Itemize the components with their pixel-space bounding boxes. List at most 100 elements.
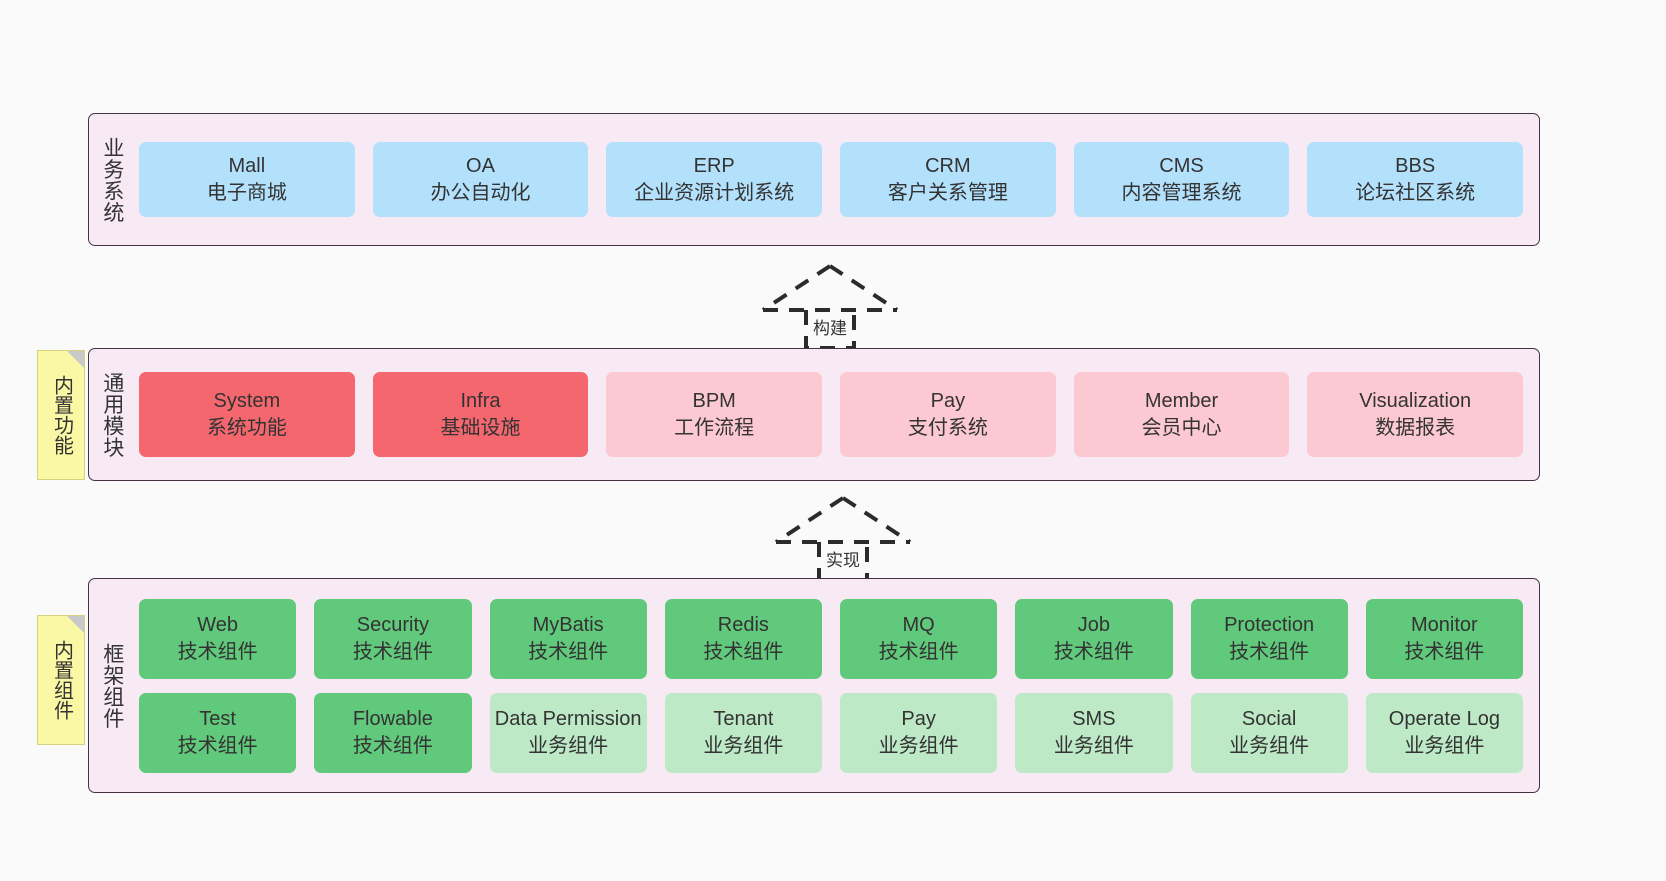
node-web[interactable]: Web 技术组件 [139,598,297,679]
node-subtitle: 会员中心 [1141,416,1222,439]
node-title: Job [1077,614,1110,637]
node-mq[interactable]: MQ 技术组件 [840,598,998,679]
note-fold-corner [67,616,84,633]
note-label: 内置功能 [50,375,73,455]
node-title: Pay [930,390,966,413]
node-bbs[interactable]: BBS 论坛社区系统 [1307,142,1524,217]
generalization-arrow-icon [761,264,899,350]
node-title: Monitor [1411,614,1478,637]
node-mybatis[interactable]: MyBatis 技术组件 [489,598,647,679]
node-protection[interactable]: Protection 技术组件 [1190,598,1348,679]
node-subtitle: 论坛社区系统 [1355,181,1476,204]
node-subtitle: 系统功能 [206,416,287,439]
node-infra[interactable]: Infra 基础设施 [372,372,589,457]
node-crm[interactable]: CRM 客户关系管理 [840,142,1056,217]
node-subtitle: 技术组件 [352,734,433,757]
generalization-arrow-icon [774,496,912,582]
node-subtitle: 业务组件 [528,734,609,757]
node-subtitle: 内容管理系统 [1121,181,1242,204]
node-title: MyBatis [532,614,604,637]
node-monitor[interactable]: Monitor 技术组件 [1365,598,1523,679]
layer-body-common: System 系统功能 Infra 基础设施 BPM 工作流程 Pay 支付系统… [135,349,1539,480]
node-subtitle: 技术组件 [1229,640,1310,663]
node-oa[interactable]: OA 办公自动化 [372,142,589,217]
layer-framework-component: 框架组件 Web 技术组件 Security 技术组件 MyBatis 技术组件… [88,578,1540,793]
node-subtitle: 办公自动化 [430,181,531,204]
node-security[interactable]: Security 技术组件 [314,598,472,679]
node-title: Web [197,614,238,637]
node-subtitle: 技术组件 [1053,640,1134,663]
node-title: Redis [717,614,769,637]
node-title: Data Permission [494,708,642,731]
node-title: Operate Log [1388,708,1500,731]
node-subtitle: 客户关系管理 [887,181,1008,204]
business-node-row: Mall 电子商城 OA 办公自动化 ERP 企业资源计划系统 CRM 客户关系… [139,142,1524,217]
node-subtitle: 技术组件 [177,734,258,757]
node-title: System [213,390,281,413]
node-cms[interactable]: CMS 内容管理系统 [1073,142,1290,217]
node-data-permission[interactable]: Data Permission 业务组件 [489,692,647,773]
node-title: Tenant [713,708,774,731]
node-title: Mall [228,155,266,178]
node-social[interactable]: Social 业务组件 [1190,692,1348,773]
node-system[interactable]: System 系统功能 [139,372,355,457]
framework-business-row: Test 技术组件 Flowable 技术组件 Data Permission … [139,692,1523,773]
node-title: CRM [925,155,971,178]
layer-business-system: 业务系统 Mall 电子商城 OA 办公自动化 ERP 企业资源计划系统 CRM… [88,113,1540,246]
node-subtitle: 技术组件 [352,640,433,663]
node-title: Security [356,614,429,637]
node-tenant[interactable]: Tenant 业务组件 [664,692,822,773]
node-pay-module[interactable]: Pay 支付系统 [840,372,1056,457]
node-title: Social [1241,708,1297,731]
node-operate-log[interactable]: Operate Log 业务组件 [1365,692,1523,773]
node-subtitle: 电子商城 [206,181,287,204]
node-title: Pay [901,708,936,731]
node-test[interactable]: Test 技术组件 [139,692,297,773]
node-title: CMS [1159,155,1204,178]
node-job[interactable]: Job 技术组件 [1015,598,1173,679]
node-subtitle: 数据报表 [1375,416,1456,439]
node-subtitle: 技术组件 [1404,640,1485,663]
node-title: BPM [692,390,736,413]
layer-title-business: 业务系统 [100,136,124,223]
layer-body-framework: Web 技术组件 Security 技术组件 MyBatis 技术组件 Redi… [135,579,1539,792]
node-visualization[interactable]: Visualization 数据报表 [1307,372,1524,457]
node-subtitle: 工作流程 [674,416,755,439]
node-title: OA [466,155,495,178]
node-subtitle: 企业资源计划系统 [634,181,795,204]
note-label: 内置组件 [50,640,73,720]
node-title: BBS [1395,155,1436,178]
node-title: Member [1144,390,1219,413]
node-bpm[interactable]: BPM 工作流程 [606,372,823,457]
node-sms[interactable]: SMS 业务组件 [1015,692,1173,773]
node-subtitle: 基础设施 [440,416,521,439]
connector-build: 构建 [755,260,905,352]
layer-title-framework: 框架组件 [100,642,124,729]
connector-implement: 实现 [768,492,918,584]
node-title: Visualization [1359,390,1472,413]
layer-body-business: Mall 电子商城 OA 办公自动化 ERP 企业资源计划系统 CRM 客户关系… [135,114,1539,245]
node-mall[interactable]: Mall 电子商城 [139,142,355,217]
node-subtitle: 业务组件 [1404,734,1485,757]
node-subtitle: 支付系统 [907,416,988,439]
node-title: SMS [1072,708,1116,731]
connector-implement-label: 实现 [824,551,862,570]
node-pay-component[interactable]: Pay 业务组件 [840,692,998,773]
node-redis[interactable]: Redis 技术组件 [664,598,822,679]
node-subtitle: 技术组件 [703,640,784,663]
common-node-row: System 系统功能 Infra 基础设施 BPM 工作流程 Pay 支付系统… [139,372,1524,457]
note-fold-corner [67,351,84,368]
node-subtitle: 技术组件 [177,640,258,663]
node-title: Protection [1224,614,1315,637]
node-subtitle: 业务组件 [1229,734,1310,757]
node-title: Flowable [352,708,433,731]
note-builtin-function: 内置功能 [37,350,85,480]
node-subtitle: 业务组件 [1053,734,1134,757]
node-member[interactable]: Member 会员中心 [1073,372,1290,457]
node-title: ERP [693,155,735,178]
node-subtitle: 技术组件 [528,640,609,663]
node-erp[interactable]: ERP 企业资源计划系统 [606,142,823,217]
node-title: Infra [460,390,501,413]
node-flowable[interactable]: Flowable 技术组件 [314,692,472,773]
